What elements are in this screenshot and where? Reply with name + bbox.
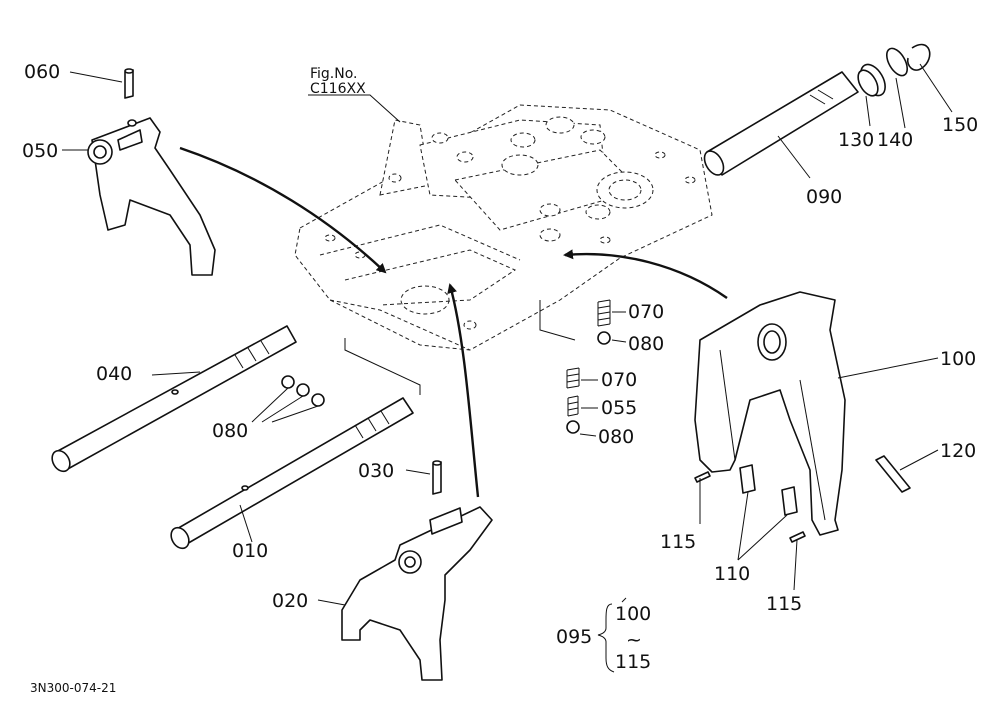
spring-pin-115-left [694, 471, 711, 483]
shift-fork-050 [87, 117, 216, 276]
assembly-group-095: 095 100 ~ 115 [556, 597, 651, 673]
callout-115-right: 115 [766, 593, 802, 615]
shift-shoe-110-left [739, 464, 756, 494]
pin-060 [124, 68, 134, 99]
callout-115-left: 115 [660, 531, 696, 553]
ring-140 [885, 47, 909, 77]
callout-070-lower: 070 [601, 369, 637, 391]
pin-120 [875, 455, 911, 493]
assembly-arrows [179, 146, 728, 498]
o-ring-130 [857, 63, 886, 97]
pin-030 [432, 460, 442, 495]
shift-rail-090 [703, 71, 859, 176]
callout-130: 130 [838, 129, 874, 151]
assembly-range-sep: ~ [626, 629, 642, 651]
callout-070-upper: 070 [628, 301, 664, 323]
shift-shoe-110-right [781, 486, 798, 516]
callout-020: 020 [272, 590, 308, 612]
leader-lines [62, 63, 953, 606]
fig-no-label: Fig.No. [310, 66, 358, 82]
ball-080-upper [597, 331, 611, 345]
ball-080-lower [566, 420, 580, 434]
assembly-range-end: 115 [615, 651, 651, 673]
spring-055 [567, 395, 579, 417]
snap-ring-150 [906, 43, 931, 71]
fig-no-value: C116XX [310, 81, 366, 97]
callout-120: 120 [940, 440, 976, 462]
shift-fork-100 [694, 291, 846, 536]
callout-080-upper: 080 [628, 333, 664, 355]
callout-055: 055 [601, 397, 637, 419]
callout-140: 140 [877, 129, 913, 151]
spring-070-upper [597, 299, 611, 327]
callout-040: 040 [96, 363, 132, 385]
callout-010: 010 [232, 540, 268, 562]
detent-balls-080 [281, 375, 325, 407]
callout-060: 060 [24, 61, 60, 83]
spring-070-lower [566, 367, 580, 389]
diagram-code: 3N300-074-21 [30, 681, 116, 695]
assembly-group-label: 095 [556, 626, 592, 648]
callout-090: 090 [806, 186, 842, 208]
callout-050: 050 [22, 140, 58, 162]
shift-rail-040 [51, 325, 297, 473]
callout-100: 100 [940, 348, 976, 370]
shift-fork-020 [341, 506, 493, 681]
callout-150: 150 [942, 114, 978, 136]
callout-110: 110 [714, 563, 750, 585]
spring-pin-115-right [789, 531, 806, 543]
callout-080-balls: 080 [212, 420, 248, 442]
transmission-housing [294, 104, 713, 395]
callout-080-lower: 080 [598, 426, 634, 448]
assembly-range-start: 100 [615, 603, 651, 625]
shift-rail-010 [170, 397, 414, 550]
callout-030: 030 [358, 460, 394, 482]
